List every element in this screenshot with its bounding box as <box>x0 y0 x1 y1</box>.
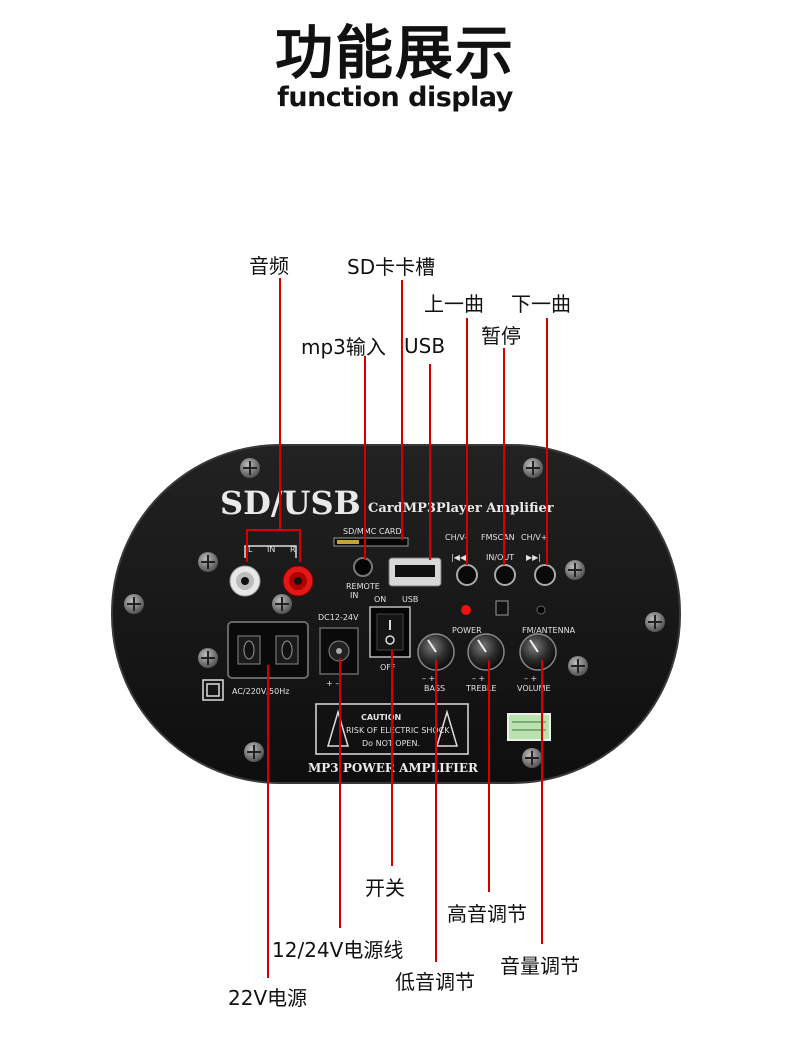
caution-title: CAUTION <box>361 713 401 722</box>
callout-ac-power: 22V电源 <box>228 986 308 1010</box>
warning-icon <box>326 709 350 747</box>
callout-audio: 音频 <box>249 254 289 278</box>
r-label: R <box>290 545 296 554</box>
in-out-label: IN/OUT <box>486 553 514 562</box>
page-title: 功能展示 <box>274 19 515 87</box>
l-label: L <box>248 545 253 554</box>
volume-knob[interactable] <box>519 633 557 671</box>
callout-next: 下一曲 <box>511 292 571 316</box>
fm-antenna-label: FM/ANTENNA <box>522 626 576 635</box>
volume-label: VOLUME <box>517 684 551 693</box>
off-label: OFF <box>380 663 396 672</box>
in-label-2: IN <box>350 591 358 600</box>
sd-slot-contacts <box>337 540 359 544</box>
callout-dc-cable: 12/24V电源线 <box>272 938 404 962</box>
ac-label: AC/220V/50Hz <box>232 687 289 696</box>
bass-label: BASS <box>424 684 445 693</box>
callout-power-switch: 开关 <box>365 876 405 900</box>
bass-knob[interactable] <box>417 633 455 671</box>
page-subtitle: function display <box>277 82 513 113</box>
power-label: POWER <box>452 626 482 635</box>
sd-card-slot[interactable] <box>333 537 409 547</box>
warning-icon-right <box>435 709 459 747</box>
dc-label: DC12-24V <box>318 613 359 622</box>
callout-treble: 高音调节 <box>447 902 527 926</box>
callout-sd-slot: SD卡卡槽 <box>347 255 436 279</box>
model-text: CardMP3Player Amplifier <box>368 501 554 516</box>
prev-icon: |◀◀ <box>451 553 467 562</box>
next-icon: ▶▶| <box>526 553 541 562</box>
svg-text:– +: – + <box>472 674 485 683</box>
footer-text: MP3 POWER AMPLIFIER <box>308 761 479 775</box>
qc-sticker <box>507 713 551 741</box>
callout-volume: 音量调节 <box>500 954 580 978</box>
in-label: IN <box>267 545 275 554</box>
leader-lines <box>246 278 548 978</box>
pause-button[interactable] <box>494 564 516 586</box>
antenna-hole <box>536 605 546 615</box>
callout-prev: 上一曲 <box>424 292 484 316</box>
usb-label: USB <box>402 595 418 604</box>
rca-jack-left[interactable] <box>229 565 261 597</box>
brand-text: SD/USB <box>220 484 361 522</box>
caution-line1: RISK OF ELECTRIC SHOCK <box>346 726 450 735</box>
callout-mp3-input: mp3输入 <box>301 335 386 359</box>
callout-bass: 低音调节 <box>395 970 475 994</box>
ch-plus-label: CH/V+ <box>521 533 547 542</box>
next-button[interactable] <box>534 564 556 586</box>
ir-receiver <box>495 600 509 616</box>
rca-jack-right[interactable] <box>282 565 314 597</box>
fm-scan-label: FMSCAN <box>481 533 515 542</box>
power-led <box>461 605 471 615</box>
treble-knob[interactable] <box>467 633 505 671</box>
svg-text:– +: – + <box>422 674 435 683</box>
callout-usb: USB <box>404 334 446 358</box>
sd-label: SD/MMC CARD <box>343 527 402 536</box>
svg-text:– +: – + <box>524 674 537 683</box>
treble-label: TREBLE <box>465 684 497 693</box>
ch-minus-label: CH/V- <box>445 533 467 542</box>
callout-pause: 暂停 <box>481 324 521 348</box>
remote-label: REMOTE <box>346 582 380 591</box>
svg-text:+ –: + – <box>326 679 339 688</box>
on-label: ON <box>374 595 386 604</box>
mp3-input-jack[interactable] <box>353 557 373 577</box>
screws <box>124 458 665 768</box>
prev-button[interactable] <box>456 564 478 586</box>
